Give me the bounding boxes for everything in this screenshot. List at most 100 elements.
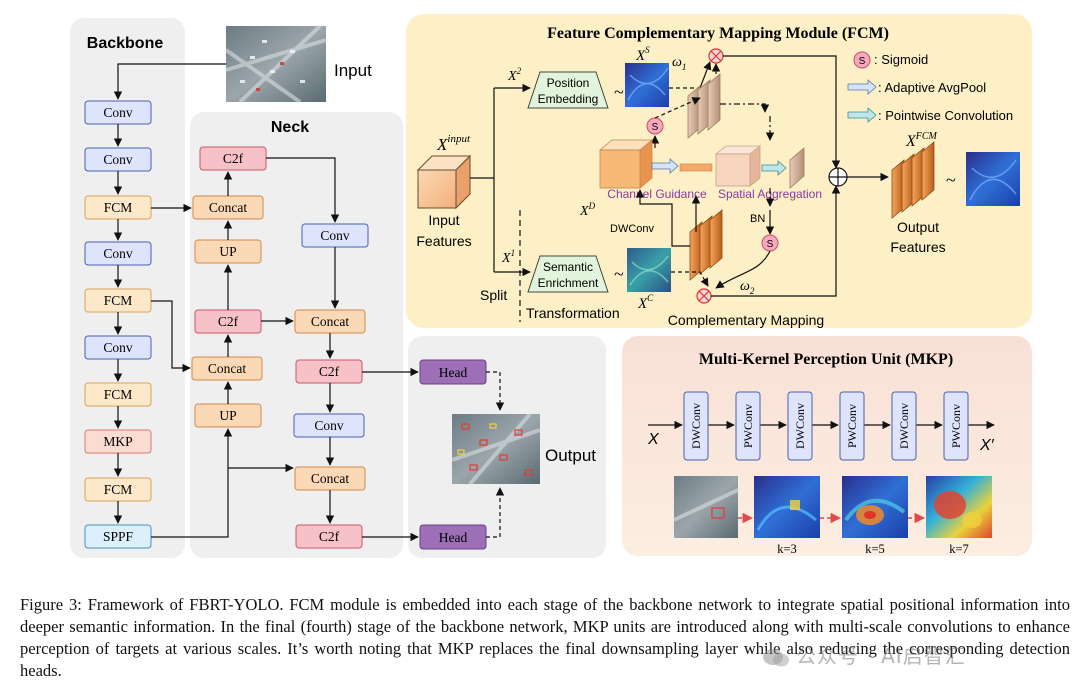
input-label: Input [334,61,372,80]
mkp-block-4-label: PWConv [845,404,859,448]
xs-feature-map [625,63,669,107]
multiply-top-icon [708,48,724,64]
backbone-mkp-label: MKP [103,434,132,449]
channel-bar [679,163,713,172]
mkp-block-2-label: PWConv [741,404,755,448]
mkp-block-4 [839,391,865,461]
position-embedding-label-1: Position [547,76,590,90]
watermark-text: 公众号 · AI启智汇 [796,644,966,668]
tilde-1: ~ [614,82,624,102]
legend-avgpool: : Adaptive AvgPool [847,79,986,95]
position-embedding-block [527,71,609,109]
spatial-aggregation-cube [714,145,762,187]
x-fcm-label: XFCM [905,131,938,150]
output-features-label-2: Features [890,239,945,255]
neck-up-1-label: UP [219,244,236,259]
neck-title: Neck [271,119,309,136]
mkp-block-3 [787,391,813,461]
wechat-logo-icon [762,648,790,668]
channel-guidance-label: Channel Guidance [607,187,707,201]
mkp-heatmap-k3 [754,476,820,538]
fcm-title: Feature Complementary Mapping Module (FC… [547,25,889,42]
omega2-label: ω2 [740,279,755,296]
mkp-block-1 [683,391,709,461]
tilde-3: ~ [946,170,956,190]
mkp-block-2 [735,391,761,461]
dwconv-label: DWConv [610,223,655,235]
legend-sigmoid-symbol: S [859,56,866,67]
neck-concat-2-label: Concat [208,361,246,376]
avgpool-arrow-1 [651,158,679,174]
channel-guidance-cube [598,139,654,189]
legend-sigmoid-label: : Sigmoid [874,52,928,67]
output-features-label-1: Output [897,219,939,235]
mkp-block-6 [943,391,969,461]
input-features-label-1: Input [428,212,459,228]
output-label: Output [545,446,596,465]
position-embedding-label-2: Embedding [538,92,599,106]
backbone-fcm-2-label: FCM [104,293,133,308]
output-feature-map [966,152,1020,206]
x2-label: X2 [507,66,522,84]
neck-conv-2-label: Conv [314,418,344,433]
pwconv-arrow-1 [761,160,787,176]
mkp-heatmap-k5 [842,476,908,538]
mkp-x-out: X′ [979,437,995,454]
mkp-title: Multi-Kernel Perception Unit (MKP) [699,351,953,368]
mkp-input-image [673,476,739,538]
xs-label: XS [635,45,650,64]
neck-concat-1-label: Concat [209,200,247,215]
xc-feature-map [627,248,671,292]
neck-panel [190,112,403,558]
backbone-panel [70,18,185,558]
mkp-k3-label: k=3 [777,542,797,556]
mkp-block-5-label: DWConv [897,403,911,449]
mkp-k7-label: k=7 [949,542,969,556]
neck-concat-4-label: Concat [311,471,349,486]
sigmoid-top-label: S [652,122,659,133]
tilde-2: ~ [614,264,624,284]
semantic-enrichment-label-2: Enrichment [538,276,599,290]
neck-concat-2 [191,356,263,381]
output-features-stack [891,141,935,219]
input-image [224,24,327,104]
backbone-conv-4-label: Conv [103,340,133,355]
add-icon [828,167,848,187]
neck-c2f-4-label: C2f [319,529,340,544]
mkp-block-6-label: PWConv [949,404,963,448]
spatial-slab [789,147,805,189]
legend-sigmoid: S : Sigmoid [853,51,928,69]
avgpool-arrow-icon [847,79,877,95]
neck-c2f-1-label: C2f [223,151,244,166]
legend-avgpool-label: : Adaptive AvgPool [878,80,986,95]
neck-conv-2 [293,413,365,438]
dwconv-slabs [689,209,723,281]
mkp-k5-label: k=5 [865,542,885,556]
mkp-blocks [683,391,969,461]
neck-c2f-3-label: C2f [319,364,340,379]
watermark: 公众号 · AI启智汇 [762,640,966,669]
xc-label: XC [637,293,654,312]
figure-caption: Figure 3: Framework of FBRT-YOLO. FCM mo… [20,595,1070,680]
neck-concat-3-label: Concat [311,314,349,329]
backbone-fcm-1-label: FCM [104,200,133,215]
backbone-conv-1-label: Conv [103,105,133,120]
semantic-enrichment-label-1: Semantic [543,260,593,274]
framework-diagram: Backbone Neck Feature Complementary Mapp… [70,14,1032,558]
semantic-enrichment-block [527,255,609,293]
backbone-conv-3-label: Conv [103,246,133,261]
backbone-sppf-label: SPPF [103,529,134,544]
head-1-label: Head [439,365,468,380]
omega1-label: ω1 [672,55,686,72]
split-label: Split [480,287,507,303]
neck-c2f-2-label: C2f [218,314,239,329]
neck-up-2-label: UP [219,408,236,423]
xd-label: XD [579,201,596,219]
transformation-label: Transformation [526,305,620,321]
mkp-block-1-label: DWConv [689,403,703,449]
output-image [451,412,541,486]
pwconv-arrow-icon [847,107,877,123]
mkp-heatmap-k7 [926,476,992,538]
input-features-label-2: Features [416,233,471,249]
complementary-mapping-label: Complementary Mapping [668,312,824,328]
